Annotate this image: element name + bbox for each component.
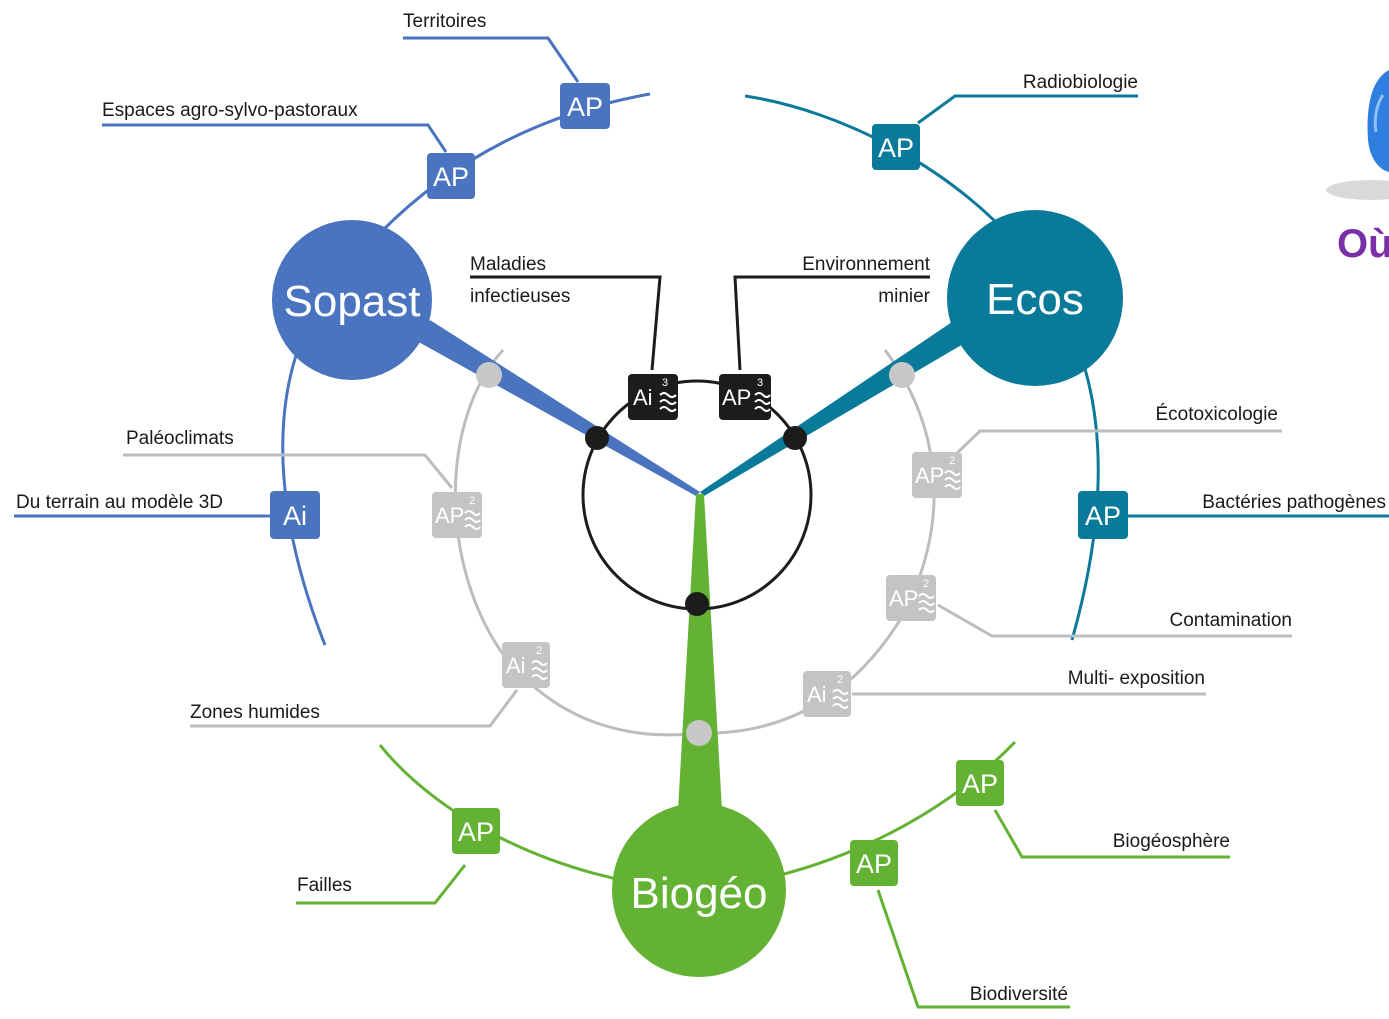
core-node-bottom bbox=[685, 592, 709, 616]
label-radiobiologie: Radiobiologie bbox=[1023, 72, 1138, 93]
badge-ap2-contamination[interactable]: AP 2 bbox=[886, 575, 936, 621]
badge-ap-territoires[interactable]: AP bbox=[560, 83, 610, 129]
svg-text:2: 2 bbox=[949, 455, 955, 467]
badge-ap3-environnement[interactable]: AP 3 bbox=[719, 374, 771, 420]
label-maladies-line1: Maladies bbox=[470, 254, 546, 275]
label-biogeosphere: Biogéosphère bbox=[1113, 831, 1230, 852]
wave-icon bbox=[944, 470, 961, 490]
label-zones: Zones humides bbox=[190, 702, 320, 723]
label-maladies-line2: infectieuses bbox=[470, 286, 570, 307]
ring-node-left bbox=[476, 362, 502, 388]
biogeo-spoke bbox=[678, 494, 722, 810]
badge-ap-bacteries[interactable]: AP bbox=[1078, 491, 1128, 539]
label-multi: Multi- exposition bbox=[1068, 668, 1205, 689]
badge-ai2-multi[interactable]: Ai 2 bbox=[803, 671, 851, 717]
ring-node-right bbox=[889, 362, 915, 388]
wave-icon bbox=[832, 689, 849, 709]
svg-text:AP: AP bbox=[1085, 501, 1121, 531]
leader-radiobiologie bbox=[917, 94, 1138, 125]
svg-text:AP: AP bbox=[878, 133, 914, 163]
leader-ecotoxicologie bbox=[953, 429, 1282, 457]
svg-text:Ai: Ai bbox=[283, 501, 307, 531]
brand-text: Où bbox=[1337, 222, 1389, 266]
badge-ai2-zones[interactable]: Ai 2 bbox=[502, 642, 550, 688]
badge-ap2-ecotoxicologie[interactable]: AP 2 bbox=[912, 452, 962, 498]
wave-icon bbox=[754, 392, 771, 412]
wave-icon bbox=[659, 392, 677, 412]
hub-ecos[interactable]: Ecos bbox=[947, 210, 1123, 386]
leader-maladies bbox=[470, 275, 662, 371]
core-node-right bbox=[783, 426, 807, 450]
wave-icon bbox=[464, 510, 481, 530]
badge-ap2-paleoclimats[interactable]: AP 2 bbox=[432, 492, 482, 538]
wave-icon bbox=[531, 660, 548, 680]
label-espaces: Espaces agro-sylvo-pastoraux bbox=[102, 100, 358, 121]
core-node-left bbox=[585, 426, 609, 450]
svg-text:Biogéo: Biogéo bbox=[630, 869, 767, 918]
svg-text:3: 3 bbox=[757, 377, 763, 389]
svg-text:AP: AP bbox=[915, 463, 944, 488]
svg-text:AP: AP bbox=[722, 385, 751, 410]
hub-sopast[interactable]: Sopast bbox=[272, 220, 432, 380]
label-contamination: Contamination bbox=[1169, 610, 1292, 631]
svg-text:Ecos: Ecos bbox=[986, 275, 1084, 324]
svg-text:3: 3 bbox=[662, 377, 668, 389]
svg-text:AP: AP bbox=[435, 503, 464, 528]
leader-espaces bbox=[102, 123, 448, 153]
leader-environnement bbox=[733, 275, 930, 371]
ring-node-bottom bbox=[686, 720, 712, 746]
label-terrain: Du terrain au modèle 3D bbox=[16, 492, 223, 513]
leader-biogeosphere bbox=[993, 809, 1230, 859]
svg-text:AP: AP bbox=[567, 92, 603, 122]
leader-paleoclimats bbox=[123, 453, 454, 489]
svg-text:AP: AP bbox=[889, 586, 918, 611]
badge-ai3-maladies[interactable]: Ai 3 bbox=[628, 374, 678, 420]
label-biodiversite: Biodiversité bbox=[970, 984, 1068, 1005]
leader-zones bbox=[190, 689, 519, 728]
brand-logo bbox=[1326, 70, 1389, 200]
svg-text:Ai: Ai bbox=[807, 682, 827, 707]
label-environnement-line2: minier bbox=[878, 286, 930, 307]
label-bacteries: Bactéries pathogènes bbox=[1202, 492, 1386, 513]
badge-ai-terrain[interactable]: Ai bbox=[270, 491, 320, 539]
svg-text:Sopast: Sopast bbox=[284, 277, 421, 326]
badge-ap-espaces[interactable]: AP bbox=[427, 153, 475, 199]
badge-ap-radiobiologie[interactable]: AP bbox=[872, 124, 920, 170]
svg-text:Ai: Ai bbox=[633, 385, 653, 410]
svg-text:2: 2 bbox=[536, 645, 542, 657]
label-ecotoxicologie: Écotoxicologie bbox=[1155, 404, 1278, 425]
label-environnement-line1: Environnement bbox=[802, 254, 931, 275]
svg-text:2: 2 bbox=[469, 495, 475, 507]
hub-biogeo[interactable]: Biogéo bbox=[612, 803, 786, 977]
svg-text:2: 2 bbox=[837, 674, 843, 686]
label-failles: Failles bbox=[297, 875, 352, 896]
svg-text:AP: AP bbox=[458, 817, 494, 847]
badge-ap-biogeosphere[interactable]: AP bbox=[956, 760, 1004, 806]
leader-contamination bbox=[937, 603, 1292, 638]
leader-failles bbox=[296, 864, 467, 905]
svg-text:AP: AP bbox=[433, 162, 469, 192]
svg-text:AP: AP bbox=[962, 769, 998, 799]
label-territoires: Territoires bbox=[403, 11, 486, 32]
svg-text:Ai: Ai bbox=[506, 653, 526, 678]
leader-biodiversite bbox=[876, 889, 1070, 1009]
badge-ap-failles[interactable]: AP bbox=[452, 808, 500, 854]
badge-ap-biodiversite[interactable]: AP bbox=[850, 840, 898, 886]
leader-territoires bbox=[403, 36, 580, 83]
svg-text:AP: AP bbox=[856, 849, 892, 879]
label-paleoclimats: Paléoclimats bbox=[126, 428, 234, 449]
wave-icon bbox=[918, 593, 935, 613]
svg-text:2: 2 bbox=[923, 578, 929, 590]
